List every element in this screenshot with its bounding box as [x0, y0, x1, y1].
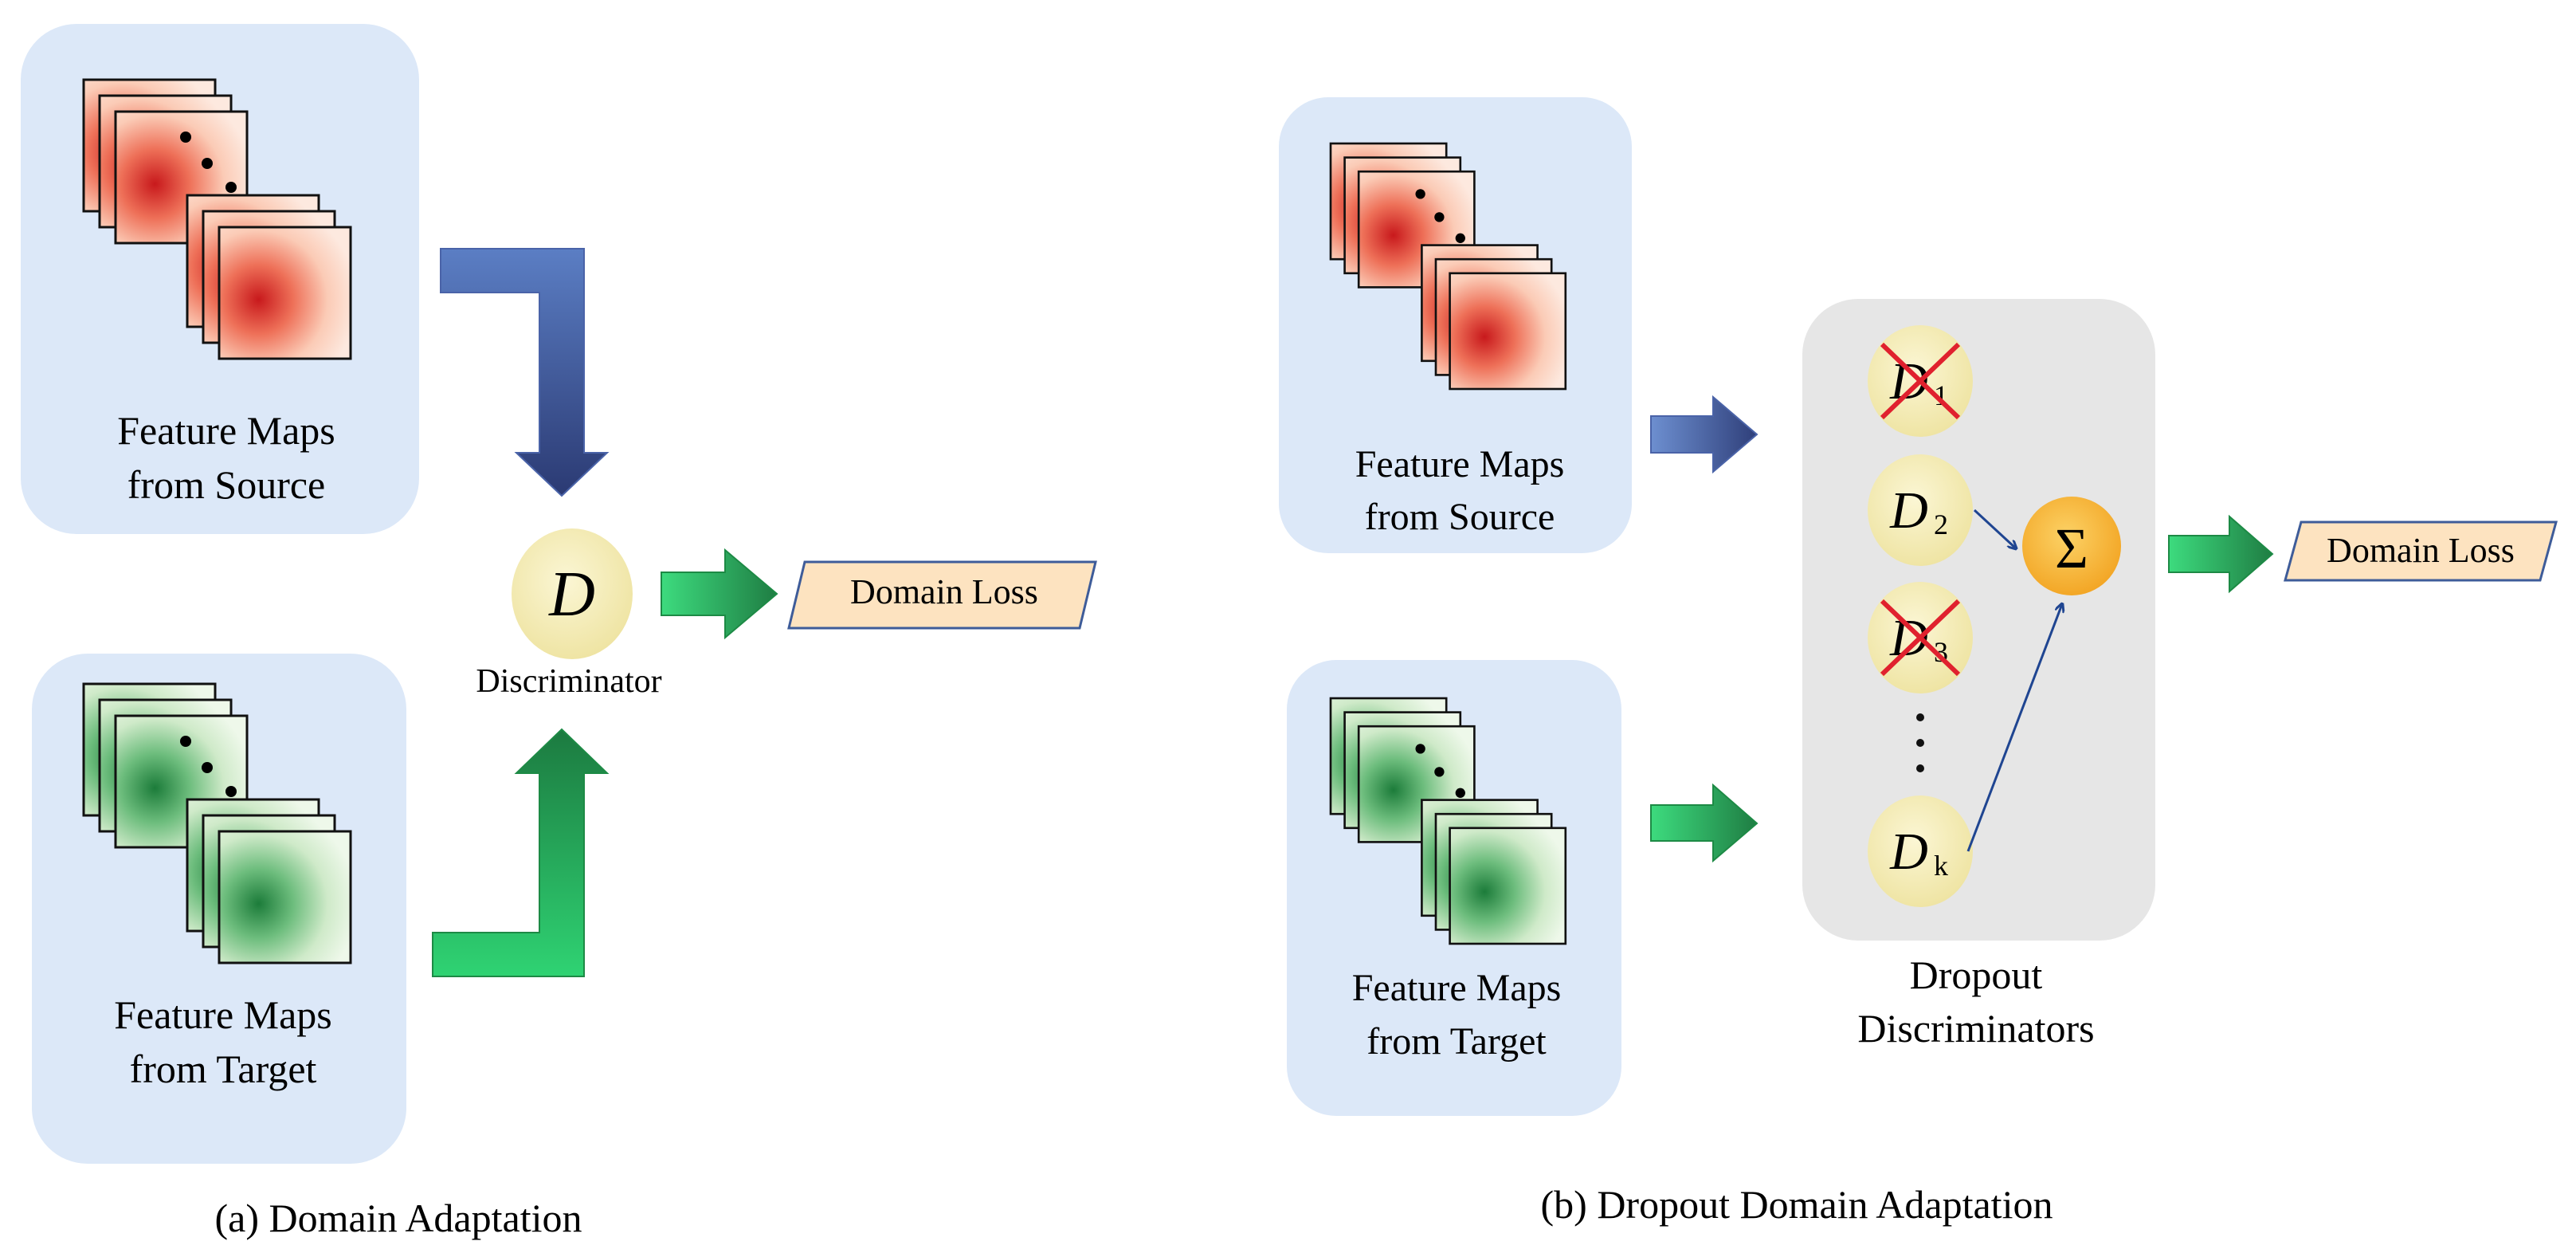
ellipsis-dot [225, 786, 237, 797]
ellipsis-dots [1916, 713, 1924, 772]
discriminator-symbol: D [1889, 823, 1928, 881]
ellipsis-dot [1415, 189, 1425, 199]
ellipsis-dot [1415, 744, 1425, 754]
connector-dk-to-sum [1966, 604, 2062, 852]
source-feature-maps-icon-b [1329, 142, 1567, 391]
output-arrow-b [2168, 514, 2274, 594]
ellipsis-dot [180, 736, 191, 747]
discriminator-subscript: k [1934, 850, 1948, 882]
ellipsis-dot [1455, 788, 1465, 798]
source-feature-box: Feature Maps from Source [21, 24, 419, 534]
dropped-cross-icon [1880, 342, 1961, 420]
discriminator-subscript: 2 [1934, 509, 1948, 540]
feature-map-sheet [1449, 272, 1567, 391]
ellipsis-dot [1434, 767, 1445, 777]
source-arrow [440, 248, 610, 497]
source-feature-box-b: Feature Maps from Source [1279, 97, 1632, 553]
source-feature-maps-icon [82, 78, 352, 360]
feature-map-sheet [1449, 827, 1567, 945]
ellipsis-dot [1434, 212, 1445, 222]
target-feature-maps-icon [82, 682, 352, 964]
discriminator-label: Discriminator [476, 663, 661, 700]
group-label-line1: Dropout [1910, 953, 2043, 997]
target-label-line2: from Target [130, 1047, 317, 1091]
sum-node: Σ [2022, 497, 2121, 595]
source-label-line2: from Source [127, 462, 326, 507]
panel-b: Feature Maps from Source Feature Maps fr… [1279, 97, 2558, 1227]
target-feature-box: Feature Maps from Target [32, 654, 406, 1164]
caption-b: (b) Dropout Domain Adaptation [1541, 1182, 2053, 1227]
target-label-line1: Feature Maps [114, 992, 332, 1037]
source-label-line1: Feature Maps [117, 408, 335, 453]
dropped-cross-icon [1880, 599, 1961, 677]
target-label-b-line2: from Target [1366, 1020, 1547, 1063]
target-arrow [432, 728, 610, 977]
ellipsis-dot [202, 158, 213, 169]
ellipsis-dot [1455, 233, 1465, 243]
panel-a: Feature Maps from Source Feature Maps fr… [21, 24, 1097, 1240]
target-feature-maps-icon-b [1329, 697, 1567, 945]
sum-symbol: Σ [2055, 517, 2088, 580]
domain-loss-output-a: Domain Loss [787, 560, 1097, 630]
output-arrow-a [661, 548, 778, 640]
dropout-discriminators-group [1802, 299, 2155, 941]
discriminator-symbol: D [548, 560, 595, 630]
connector-d2-to-sum [1973, 509, 2016, 548]
domain-loss-label-a: Domain Loss [850, 572, 1038, 611]
feature-map-sheet [218, 830, 352, 964]
ellipsis-dot [225, 182, 237, 193]
target-label-b-line1: Feature Maps [1352, 967, 1562, 1009]
source-label-b-line2: from Source [1365, 496, 1555, 538]
ellipsis-dot [180, 132, 191, 143]
group-label-line2: Discriminators [1857, 1006, 2094, 1051]
feature-map-sheet [218, 226, 352, 360]
caption-a: (a) Domain Adaptation [215, 1196, 582, 1240]
discriminator-symbol: D [1889, 481, 1928, 540]
source-label-b-line1: Feature Maps [1355, 443, 1565, 485]
domain-loss-output-b: Domain Loss [2284, 520, 2558, 582]
target-feature-box-b: Feature Maps from Target [1287, 660, 1621, 1116]
discriminator-node: D [512, 528, 633, 659]
ellipsis-dot [202, 762, 213, 773]
domain-loss-label-b: Domain Loss [2327, 531, 2515, 570]
source-arrow-b [1650, 395, 1759, 474]
target-arrow-b [1650, 783, 1759, 863]
